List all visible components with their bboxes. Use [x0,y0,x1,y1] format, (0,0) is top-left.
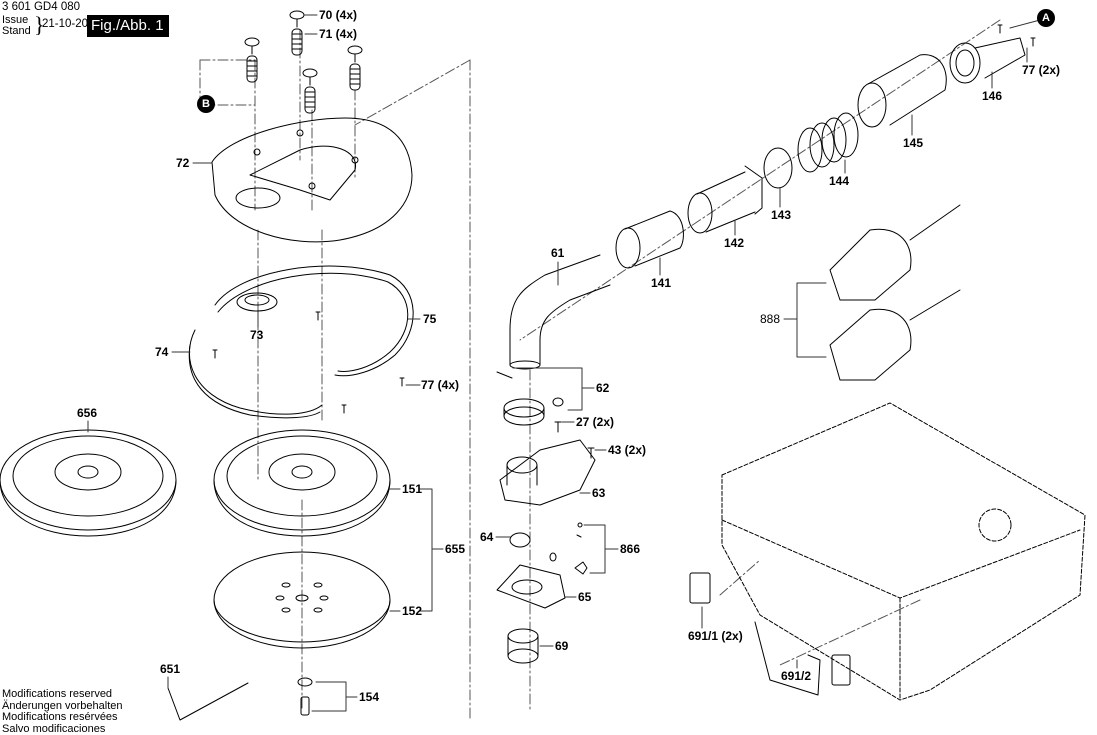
callout-b: B [197,95,215,113]
hex-key-651 [167,682,249,721]
kit-866 [549,522,588,575]
clamp-62 [496,371,564,426]
part-label-141: 141 [651,276,672,290]
base-plate-65 [496,564,566,609]
sanding-pad-656 [0,429,177,537]
notice-fr: Modifications resérvées [2,711,118,723]
callout-a: A [1037,9,1055,27]
part-label-69: 69 [555,639,569,653]
leader-lines [87,14,1041,712]
part-label-154: 154 [359,690,380,704]
velcro-pad-152 [213,551,391,649]
part-label-146: 146 [982,89,1003,103]
part-label-866: 866 [620,542,641,556]
o-ring-143 [763,147,793,189]
notice-de: Änderungen vorbehalten [2,699,123,712]
screw-27 [554,421,562,433]
adapter-housing-63 [499,439,596,506]
issue-date: 21-10-20 [42,18,89,30]
part-label-72: 72 [176,156,190,170]
part-label-74: 74 [155,345,169,359]
part-label-71: 71 (4x) [319,27,358,41]
part-label-64: 64 [480,530,494,544]
screw-43 [587,447,595,459]
part-label-151: 151 [402,482,423,496]
part-label-142: 142 [724,236,745,250]
document-number: 3 601 GD4 080 [2,1,81,13]
notice-en: Modifications reserved [2,688,113,700]
part-label-61: 61 [551,246,565,260]
part-label-691-2: 691/2 [781,669,812,683]
part-label-75: 75 [423,312,437,326]
figure-label: Fig./Abb. 1 [87,15,169,37]
carrying-case [721,402,1086,701]
elbow-hose-61 [509,254,611,370]
housing-part-72 [211,117,413,243]
part-label-656: 656 [77,406,98,420]
ring-part-75 [214,265,414,377]
screw-spring-set [244,10,363,114]
part-label-27: 27 (2x) [576,415,615,429]
issue-label-de: Stand [2,25,31,37]
part-label-691-1: 691/1 (2x) [688,629,743,643]
handle-691-2 [754,621,821,696]
brace-glyph: } [34,12,45,37]
tube-141 [615,210,684,269]
washer-screw-154 [297,677,313,716]
adapter-888-top [829,204,961,301]
seal-part-73 [236,292,278,312]
adapter-888-bottom [829,289,961,381]
part-label-651: 651 [160,662,181,676]
nozzle-146 [949,37,1026,84]
sanding-pad-151 [213,429,391,537]
sleeve-145 [857,54,947,128]
part-label-888: 888 [760,312,781,326]
modifications-notice: Modifications reserved Änderungen vorbeh… [2,688,123,735]
issue-label: Issue Stand [2,15,31,37]
ring-segment-part-74 [188,329,323,419]
part-label-77-ring: 77 (4x) [421,378,460,392]
grommet-69 [507,628,539,664]
part-label-65: 65 [578,590,592,604]
part-label-77-nozzle: 77 (2x) [1022,63,1061,77]
part-label-70: 70 (4x) [319,8,358,22]
screws-77-nozzle [997,24,1036,47]
part-label-145: 145 [903,136,924,150]
issue-label-en: Issue [2,14,29,26]
part-label-655: 655 [445,542,466,556]
knob-64 [509,532,531,548]
spring-144 [797,112,859,173]
small-screws [212,311,405,414]
part-label-63: 63 [592,486,606,500]
part-label-43: 43 (2x) [608,443,647,457]
part-label-62: 62 [596,381,610,395]
assembly-axes [199,19,1001,719]
latch-691-1 [689,572,851,686]
part-label-152: 152 [402,604,423,618]
part-label-144: 144 [829,174,850,188]
part-label-73: 73 [250,328,264,342]
notice-es: Salvo modificaciones [2,722,106,735]
tube-142 [687,165,763,234]
part-label-143: 143 [771,208,792,222]
